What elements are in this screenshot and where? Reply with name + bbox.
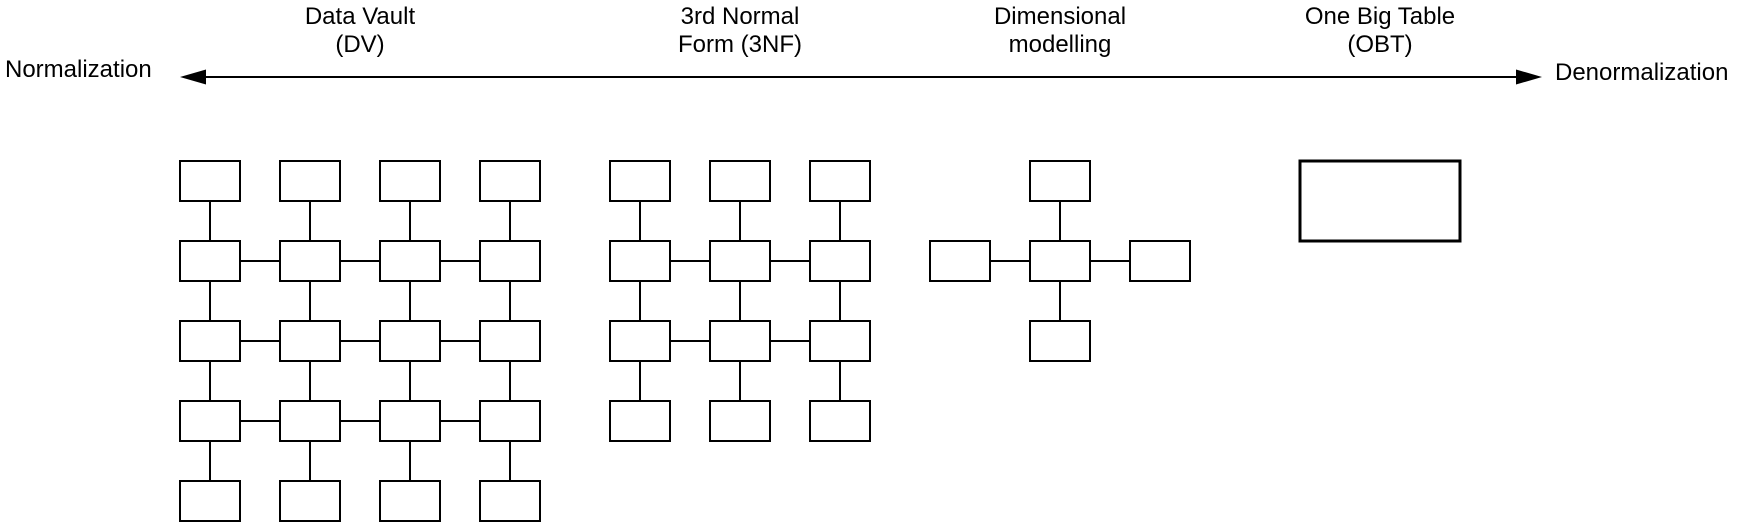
table-box <box>609 320 671 362</box>
table-box <box>179 160 241 202</box>
table-box <box>1298 159 1462 243</box>
table-box <box>809 400 871 442</box>
table-box <box>479 320 541 362</box>
table-box <box>609 400 671 442</box>
table-box <box>379 480 441 522</box>
table-box <box>279 160 341 202</box>
table-box <box>379 320 441 362</box>
denormalization-label: Denormalization <box>1555 59 1728 86</box>
dimensional-modelling-label-line1: Dimensional <box>994 3 1126 30</box>
table-box <box>179 400 241 442</box>
table-box <box>809 240 871 282</box>
approach-labels: Data Vault (DV) 3rd Normal Form (3NF) Di… <box>305 3 1455 58</box>
table-box <box>1029 160 1091 202</box>
table-box <box>379 400 441 442</box>
normalization-label: Normalization <box>5 56 152 83</box>
table-box <box>479 400 541 442</box>
table-box <box>379 160 441 202</box>
schema-dimensional-modelling <box>929 160 1191 362</box>
schema-one-big-table <box>1298 159 1462 243</box>
table-box <box>809 160 871 202</box>
table-box <box>379 240 441 282</box>
table-box <box>709 160 771 202</box>
schema-third-normal-form <box>609 160 871 442</box>
table-box <box>1029 240 1091 282</box>
table-box <box>809 320 871 362</box>
table-box <box>279 400 341 442</box>
data-vault-label-line1: Data Vault <box>305 3 416 30</box>
table-box <box>479 160 541 202</box>
table-box <box>179 320 241 362</box>
table-box <box>1129 240 1191 282</box>
table-box <box>1029 320 1091 362</box>
table-box <box>929 240 991 282</box>
third-normal-form-label-line2: Form (3NF) <box>678 31 802 58</box>
table-box <box>279 480 341 522</box>
double-headed-arrow <box>180 69 1542 85</box>
table-box <box>179 480 241 522</box>
table-box <box>279 320 341 362</box>
table-box <box>709 240 771 282</box>
table-box <box>709 400 771 442</box>
table-box <box>609 240 671 282</box>
table-box <box>279 240 341 282</box>
table-box <box>479 240 541 282</box>
spectrum-axis: Normalization Denormalization <box>5 56 1728 86</box>
arrow-head-right-icon <box>1516 69 1542 85</box>
schema-data-vault <box>179 160 541 522</box>
table-box <box>709 320 771 362</box>
dimensional-modelling-label-line2: modelling <box>1009 31 1112 58</box>
table-box <box>479 480 541 522</box>
arrow-head-left-icon <box>180 69 206 85</box>
one-big-table-label-line1: One Big Table <box>1305 3 1455 30</box>
one-big-table-label-line2: (OBT) <box>1347 31 1412 58</box>
schema-drawings <box>179 159 1462 522</box>
data-vault-label-line2: (DV) <box>335 31 384 58</box>
third-normal-form-label-line1: 3rd Normal <box>681 3 800 30</box>
table-box <box>609 160 671 202</box>
table-box <box>179 240 241 282</box>
